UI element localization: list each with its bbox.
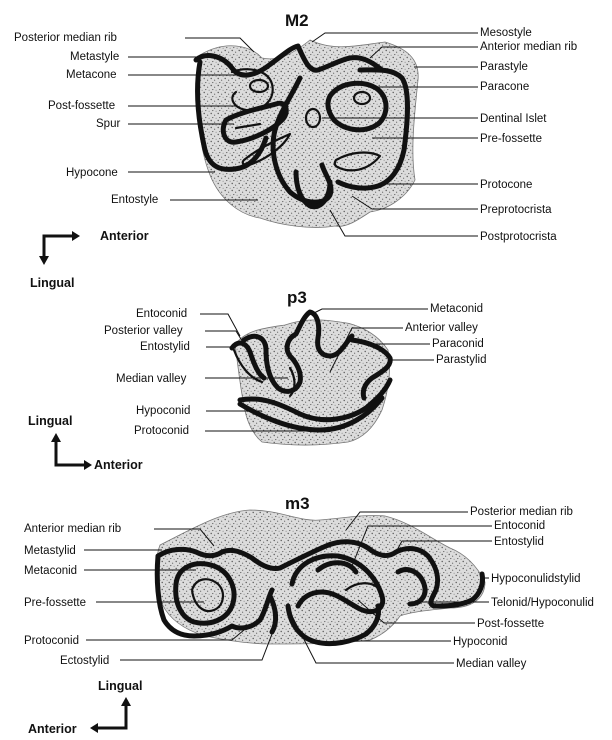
m3-orientation: Lingual Anterior <box>28 679 142 736</box>
m2-label-dentinal-islet: Dentinal Islet <box>480 113 547 125</box>
p3-label-anterior-valley: Anterior valley <box>405 322 478 334</box>
p3-label-metaconid: Metaconid <box>430 303 483 315</box>
m3-orientation-lingual: Lingual <box>98 679 142 693</box>
m3-label-median-valley: Median valley <box>456 658 527 670</box>
m3-label-anterior-median-rib: Anterior median rib <box>24 523 121 535</box>
p3-orientation-anterior: Anterior <box>94 458 143 472</box>
p3-label-paraconid: Paraconid <box>432 338 484 350</box>
m3-label-post-fossette: Post-fossette <box>477 618 544 630</box>
m2-label-paracone: Paracone <box>480 81 529 93</box>
m3-label-pre-fossette: Pre-fossette <box>24 597 86 609</box>
m3-panel: m3 Anterior median rib Metastylid Metaco… <box>24 494 594 736</box>
m2-orientation: Anterior Lingual <box>30 229 149 290</box>
m3-orientation-anterior: Anterior <box>28 722 77 736</box>
m3-label-metastylid: Metastylid <box>24 545 76 557</box>
m2-label-posterior-median-rib: Posterior median rib <box>14 32 117 44</box>
m2-label-hypocone: Hypocone <box>66 167 118 179</box>
m2-label-protocone: Protocone <box>480 179 532 191</box>
m3-label-ectostylid: Ectostylid <box>60 655 109 667</box>
p3-title: p3 <box>287 288 307 307</box>
m3-label-entoconid: Entoconid <box>494 520 545 532</box>
m3-label-entostylid: Entostylid <box>494 536 544 548</box>
m2-label-post-fossette: Post-fossette <box>48 100 115 112</box>
m3-orientation-arrows <box>98 704 126 728</box>
m3-label-metaconid: Metaconid <box>24 565 77 577</box>
p3-label-entoconid: Entoconid <box>136 308 187 320</box>
m3-label-telonid-hypoconulid: Telonid/Hypoconulid <box>491 597 594 609</box>
p3-orientation-arrows <box>56 440 84 465</box>
p3-label-hypoconid: Hypoconid <box>136 405 190 417</box>
m2-panel: M2 Posterior median rib Metastyle Metaco… <box>14 11 577 290</box>
m3-label-hypoconulidstylid: Hypoconulidstylid <box>491 573 581 585</box>
m2-label-pre-fossette: Pre-fossette <box>480 133 542 145</box>
m2-label-metacone: Metacone <box>66 69 117 81</box>
m2-label-mesostyle: Mesostyle <box>480 27 532 39</box>
p3-label-protoconid: Protoconid <box>134 425 189 437</box>
m3-label-hypoconid: Hypoconid <box>453 636 507 648</box>
m3-label-protoconid: Protoconid <box>24 635 79 647</box>
m3-label-posterior-median-rib: Posterior median rib <box>470 506 573 518</box>
p3-label-posterior-valley: Posterior valley <box>104 325 183 337</box>
p3-label-median-valley: Median valley <box>116 373 187 385</box>
p3-label-entostylid: Entostylid <box>140 341 190 353</box>
m2-label-parastyle: Parastyle <box>480 61 528 73</box>
p3-orientation-lingual: Lingual <box>28 414 72 428</box>
p3-panel: p3 Entoconid Posterior valley Entostylid… <box>28 288 487 472</box>
m2-label-postprotocrista: Postprotocrista <box>480 231 557 243</box>
m2-orientation-arrows <box>44 236 72 258</box>
m2-label-anterior-median-rib: Anterior median rib <box>480 41 577 53</box>
m2-title: M2 <box>285 11 309 30</box>
m2-orientation-lingual: Lingual <box>30 276 74 290</box>
p3-orientation: Lingual Anterior <box>28 414 143 472</box>
m2-orientation-anterior: Anterior <box>100 229 149 243</box>
p3-label-parastylid: Parastylid <box>436 354 487 366</box>
m3-title: m3 <box>285 494 310 513</box>
m2-label-preprotocrista: Preprotocrista <box>480 204 552 216</box>
m2-label-entostyle: Entostyle <box>111 194 158 206</box>
m2-label-metastyle: Metastyle <box>70 51 119 63</box>
m2-label-spur: Spur <box>96 118 120 130</box>
